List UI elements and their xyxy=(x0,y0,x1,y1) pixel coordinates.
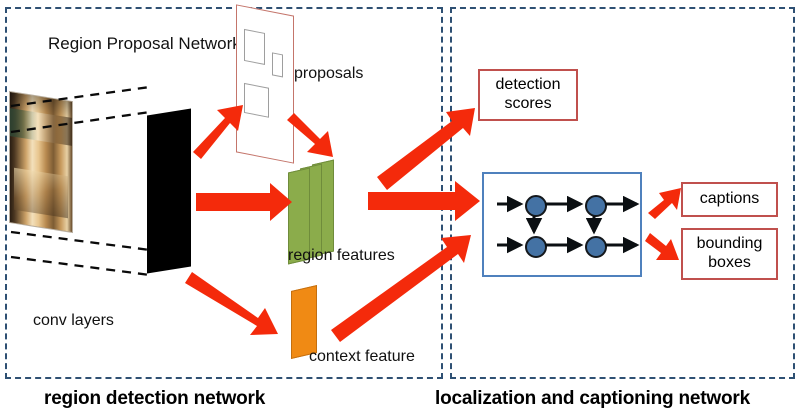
label-proposals: proposals xyxy=(294,65,364,82)
caption-region-detection-network: region detection network xyxy=(44,388,266,409)
proposal-box xyxy=(244,82,269,118)
detection-scores-box: detection scores xyxy=(478,69,578,121)
label-conv-layers: conv layers xyxy=(33,312,114,329)
rnn-node xyxy=(525,195,547,217)
proposals-plane xyxy=(236,4,294,164)
rnn-node xyxy=(585,195,607,217)
rnn-node xyxy=(525,236,547,258)
bounding-boxes-label: bounding boxes xyxy=(696,235,763,271)
label-region-features: region features xyxy=(288,247,395,264)
caption-localization-captioning-network: localization and captioning network xyxy=(435,388,750,409)
feature-map-plane-icon xyxy=(147,108,191,274)
proposal-box xyxy=(244,28,265,65)
input-photograph-icon xyxy=(10,92,72,232)
captions-label: captions xyxy=(699,190,760,208)
proposal-box xyxy=(272,52,283,78)
bounding-boxes-box: bounding boxes xyxy=(681,228,778,280)
recurrent-network-box xyxy=(482,172,642,277)
label-context-feature: context feature xyxy=(309,348,415,365)
detection-scores-label: detection scores xyxy=(495,76,561,112)
region-proposal-network-title: Region Proposal Network xyxy=(48,34,241,53)
rnn-node xyxy=(585,236,607,258)
captions-box: captions xyxy=(681,182,778,217)
